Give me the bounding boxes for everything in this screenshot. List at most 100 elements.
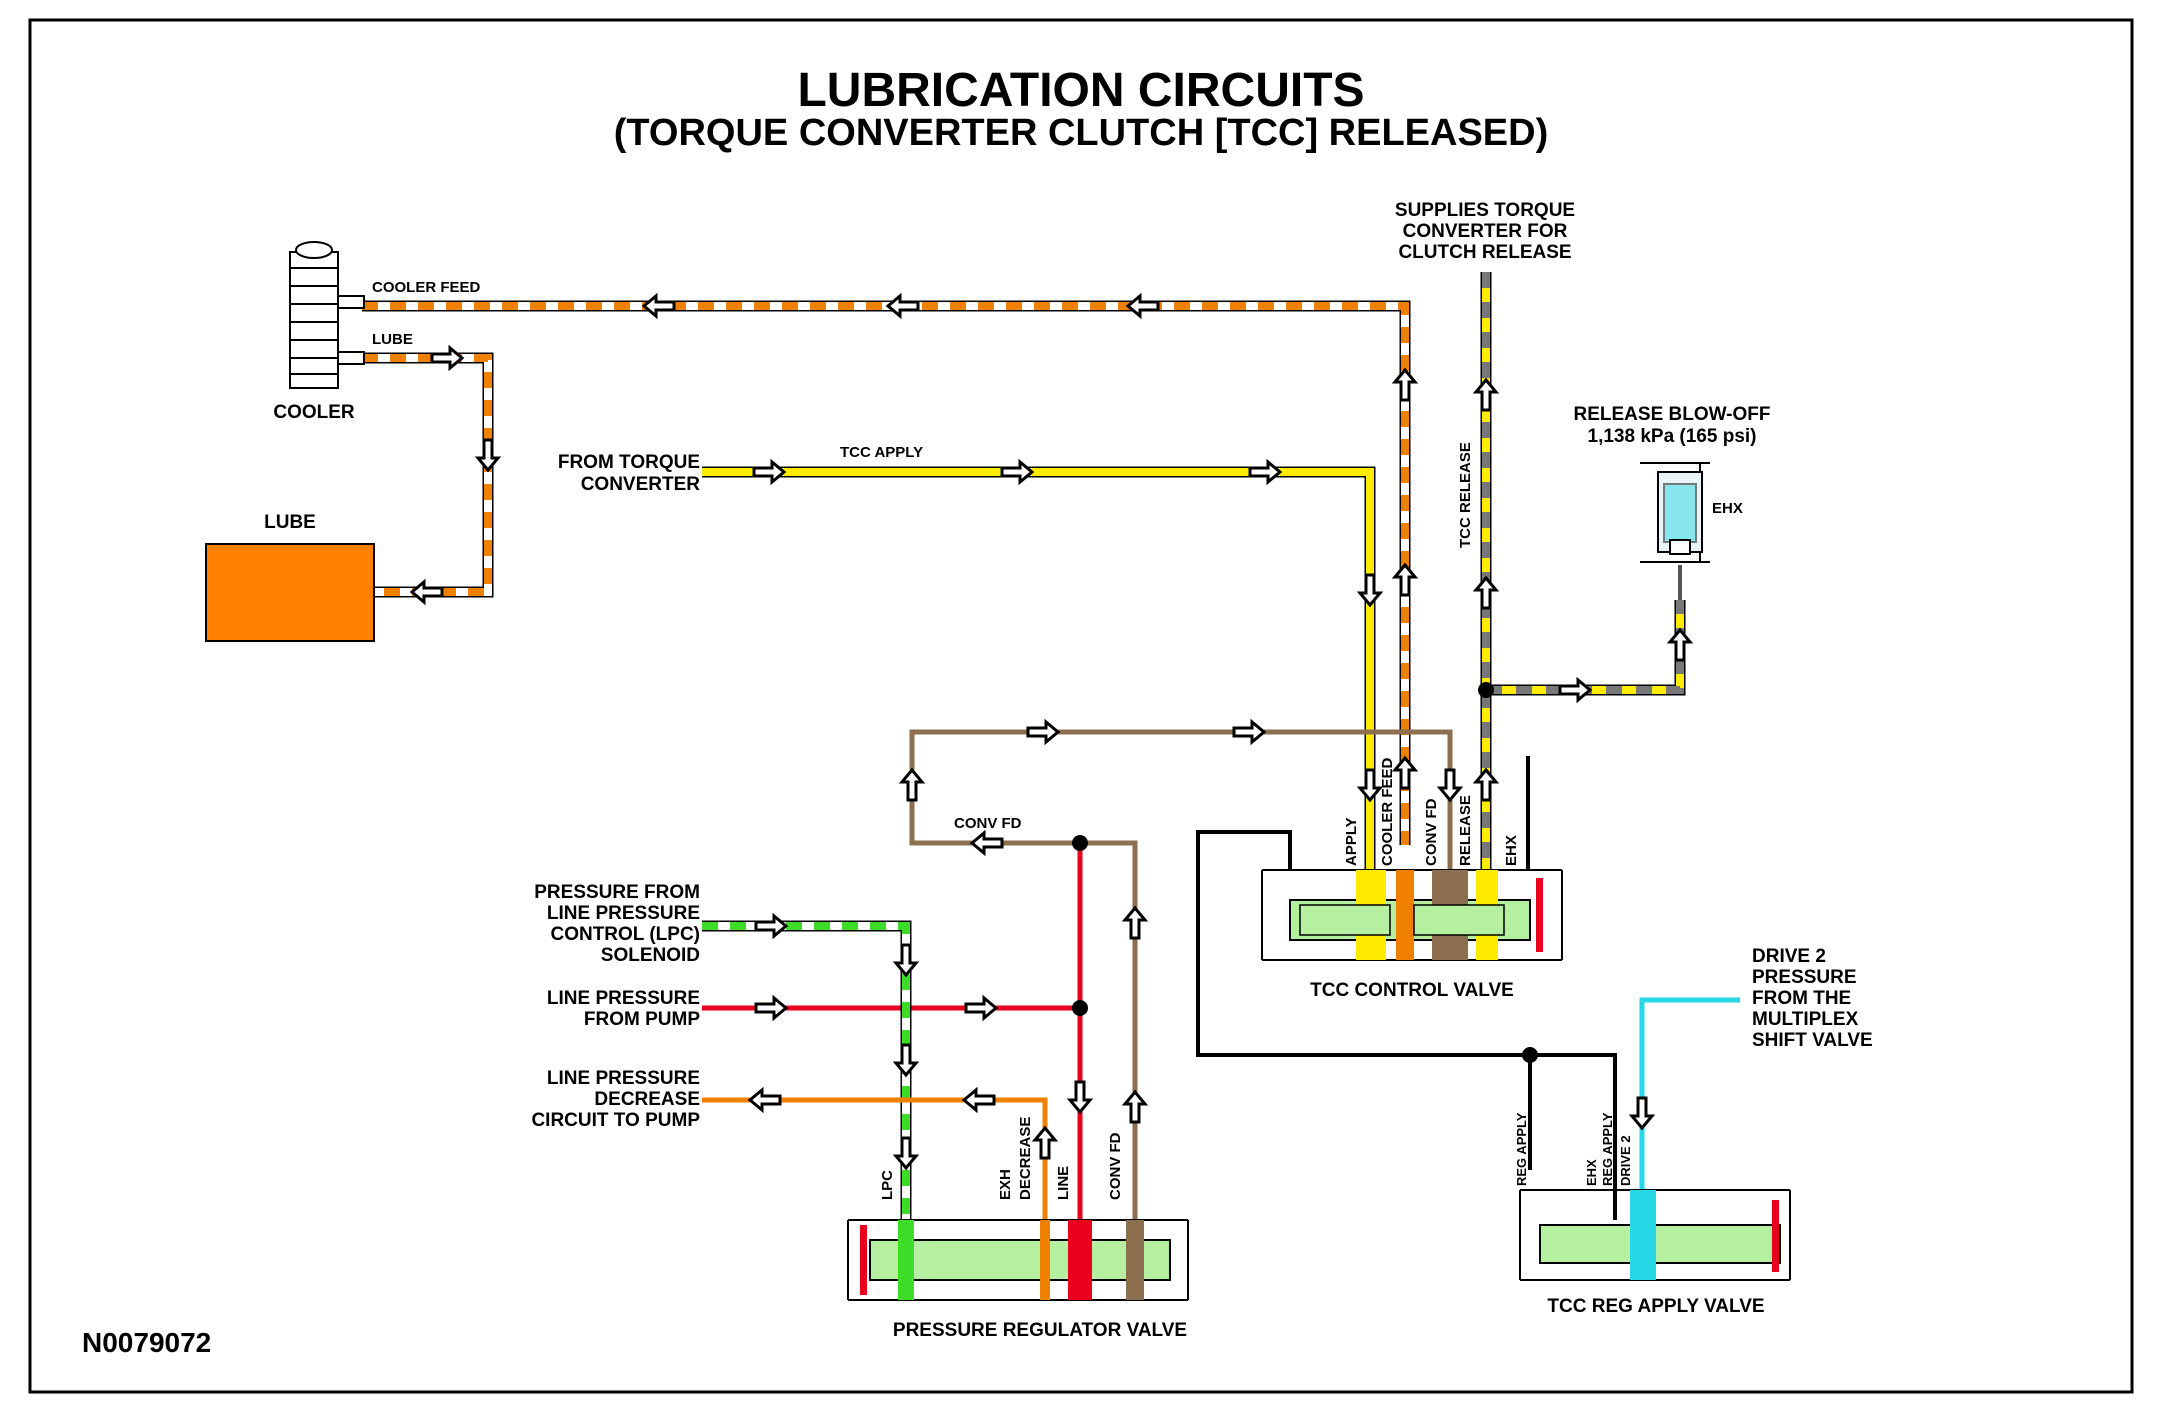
flow-arrow-right	[754, 912, 789, 940]
tcc-reg-apply-valve	[1519, 1189, 1791, 1281]
decrease-circuit	[702, 1097, 1048, 1220]
port-label-conv-fd: CONV FD	[1423, 798, 1440, 866]
diagram-frame	[28, 18, 2134, 1394]
flow-arrow-right	[1248, 458, 1283, 486]
flow-arrow-left	[747, 1086, 782, 1114]
drive2-label-2: PRESSURE	[1752, 967, 1857, 988]
cooler-label: COOLER	[273, 402, 355, 423]
flow-arrow-down	[892, 1043, 920, 1078]
cooler-component	[289, 241, 365, 389]
lpc-source-label-1: PRESSURE FROM	[534, 882, 700, 903]
flow-arrow-left	[409, 578, 444, 606]
port-label-apply: APPLY	[1343, 817, 1360, 866]
flow-arrow-left	[969, 829, 1004, 857]
flow-arrows	[409, 292, 1694, 1171]
tcc-apply-label: TCC APPLY	[840, 444, 923, 461]
port-label-cooler-feed: COOLER FEED	[1379, 757, 1396, 866]
figure-id: N0079072	[82, 1327, 211, 1358]
flow-arrow-right	[1558, 676, 1593, 704]
flow-arrow-right	[754, 994, 789, 1022]
flow-arrow-up	[1472, 377, 1500, 412]
release-blowoff-label: RELEASE BLOW-OFF	[1574, 404, 1771, 425]
port-label-drive2: DRIVE 2	[1618, 1135, 1633, 1186]
line-pressure-decrease-label-3: CIRCUIT TO PUMP	[531, 1110, 700, 1131]
tcc-control-valve	[1261, 869, 1563, 961]
port-label-line: LINE	[1055, 1166, 1072, 1200]
junction-dot	[1072, 835, 1088, 851]
ehx-label: EHX	[1712, 500, 1743, 517]
flow-arrow-up	[1121, 905, 1149, 940]
release-blowoff-valve	[1640, 462, 1710, 563]
port-label-release: RELEASE	[1457, 795, 1474, 866]
control-link-lines	[1196, 756, 1617, 1220]
flow-arrow-up	[1666, 627, 1694, 662]
flow-arrow-up	[1121, 1089, 1149, 1124]
flow-arrow-down	[892, 1136, 920, 1171]
flow-arrow-right	[752, 458, 787, 486]
flow-arrow-right	[964, 994, 999, 1022]
lpc-source-label-2: LINE PRESSURE	[547, 903, 700, 924]
flow-arrow-down	[1356, 573, 1384, 608]
tcc-release-label: TCC RELEASE	[1457, 442, 1474, 548]
drive2-label-3: FROM THE	[1752, 988, 1851, 1009]
tcc-reg-apply-label: TCC REG APPLY VALVE	[1547, 1296, 1764, 1317]
supplies-label-2: CONVERTER FOR	[1403, 221, 1568, 242]
port-label-reg-apply: REG APPLY	[1514, 1112, 1529, 1186]
cooler-feed-label: COOLER FEED	[372, 279, 481, 296]
line-pressure-decrease-label-2: DECREASE	[594, 1089, 700, 1110]
tcc-release-circuit	[1480, 272, 1686, 870]
port-label-ehx: EHX	[1503, 835, 1520, 866]
port-label-decrease: DECREASE	[1017, 1117, 1034, 1200]
port-label-conv-fd-reg: CONV FD	[1107, 1132, 1124, 1200]
lube-line-label: LUBE	[372, 331, 413, 348]
from-torque-converter-label-2: CONVERTER	[581, 474, 701, 495]
cooler-feed-circuit	[362, 300, 1411, 845]
flow-arrow-up	[1391, 367, 1419, 402]
junction-dot	[1522, 1047, 1538, 1063]
tcc-apply-circuit	[702, 466, 1376, 870]
port-label-lpc: LPC	[879, 1170, 896, 1200]
supplies-label-3: CLUTCH RELEASE	[1398, 242, 1571, 263]
diagram-subtitle: (TORQUE CONVERTER CLUTCH [TCC] RELEASED)	[614, 112, 1549, 154]
lube-circuit	[362, 352, 494, 598]
flow-arrow-down	[474, 438, 502, 473]
flow-arrow-down	[1628, 1096, 1656, 1131]
flow-arrow-right	[1232, 718, 1267, 746]
junction-dot	[1072, 1000, 1088, 1016]
flow-arrow-down	[1356, 768, 1384, 803]
lpc-source-label-4: SOLENOID	[601, 945, 700, 966]
pressure-regulator-label: PRESSURE REGULATOR VALVE	[893, 1320, 1187, 1341]
flow-arrow-up	[1472, 575, 1500, 610]
drive2-circuit	[1639, 997, 1740, 1240]
diagram-title: LUBRICATION CIRCUITS	[797, 64, 1364, 117]
drive2-label-5: SHIFT VALVE	[1752, 1030, 1873, 1051]
flow-arrow-right	[430, 344, 465, 372]
lube-box-label: LUBE	[264, 512, 316, 533]
flow-arrow-down	[892, 943, 920, 978]
flow-arrow-up	[898, 767, 926, 802]
flow-arrow-left	[961, 1086, 996, 1114]
lpc-circuit	[702, 920, 912, 1220]
junction-dot	[1478, 682, 1494, 698]
flow-arrow-left	[641, 292, 676, 320]
junction-dots	[1072, 682, 1538, 1063]
flow-arrow-right	[1026, 718, 1061, 746]
flow-arrow-down	[1436, 768, 1464, 803]
line-pressure-decrease-label-1: LINE PRESSURE	[547, 1068, 700, 1089]
release-blowoff-pressure: 1,138 kPa (165 psi)	[1588, 426, 1757, 447]
lpc-source-label-3: CONTROL (LPC)	[550, 924, 700, 945]
port-label-reg-apply-2: REG APPLY	[1600, 1112, 1615, 1186]
lube-box	[205, 543, 375, 642]
flow-arrow-down	[1066, 1080, 1094, 1115]
line-pressure-pump-label-2: FROM PUMP	[584, 1009, 700, 1030]
flow-arrow-up	[1031, 1125, 1059, 1160]
port-label-exh: EXH	[997, 1169, 1014, 1200]
port-label-ehx-reg: EHX	[1584, 1159, 1599, 1186]
drive2-label-4: MULTIPLEX	[1752, 1009, 1859, 1030]
supplies-label-1: SUPPLIES TORQUE	[1395, 200, 1575, 221]
flow-arrow-right	[1000, 458, 1035, 486]
flow-arrow-up	[1472, 767, 1500, 802]
pressure-regulator-valve	[847, 1219, 1189, 1301]
flow-arrow-left	[1125, 292, 1160, 320]
